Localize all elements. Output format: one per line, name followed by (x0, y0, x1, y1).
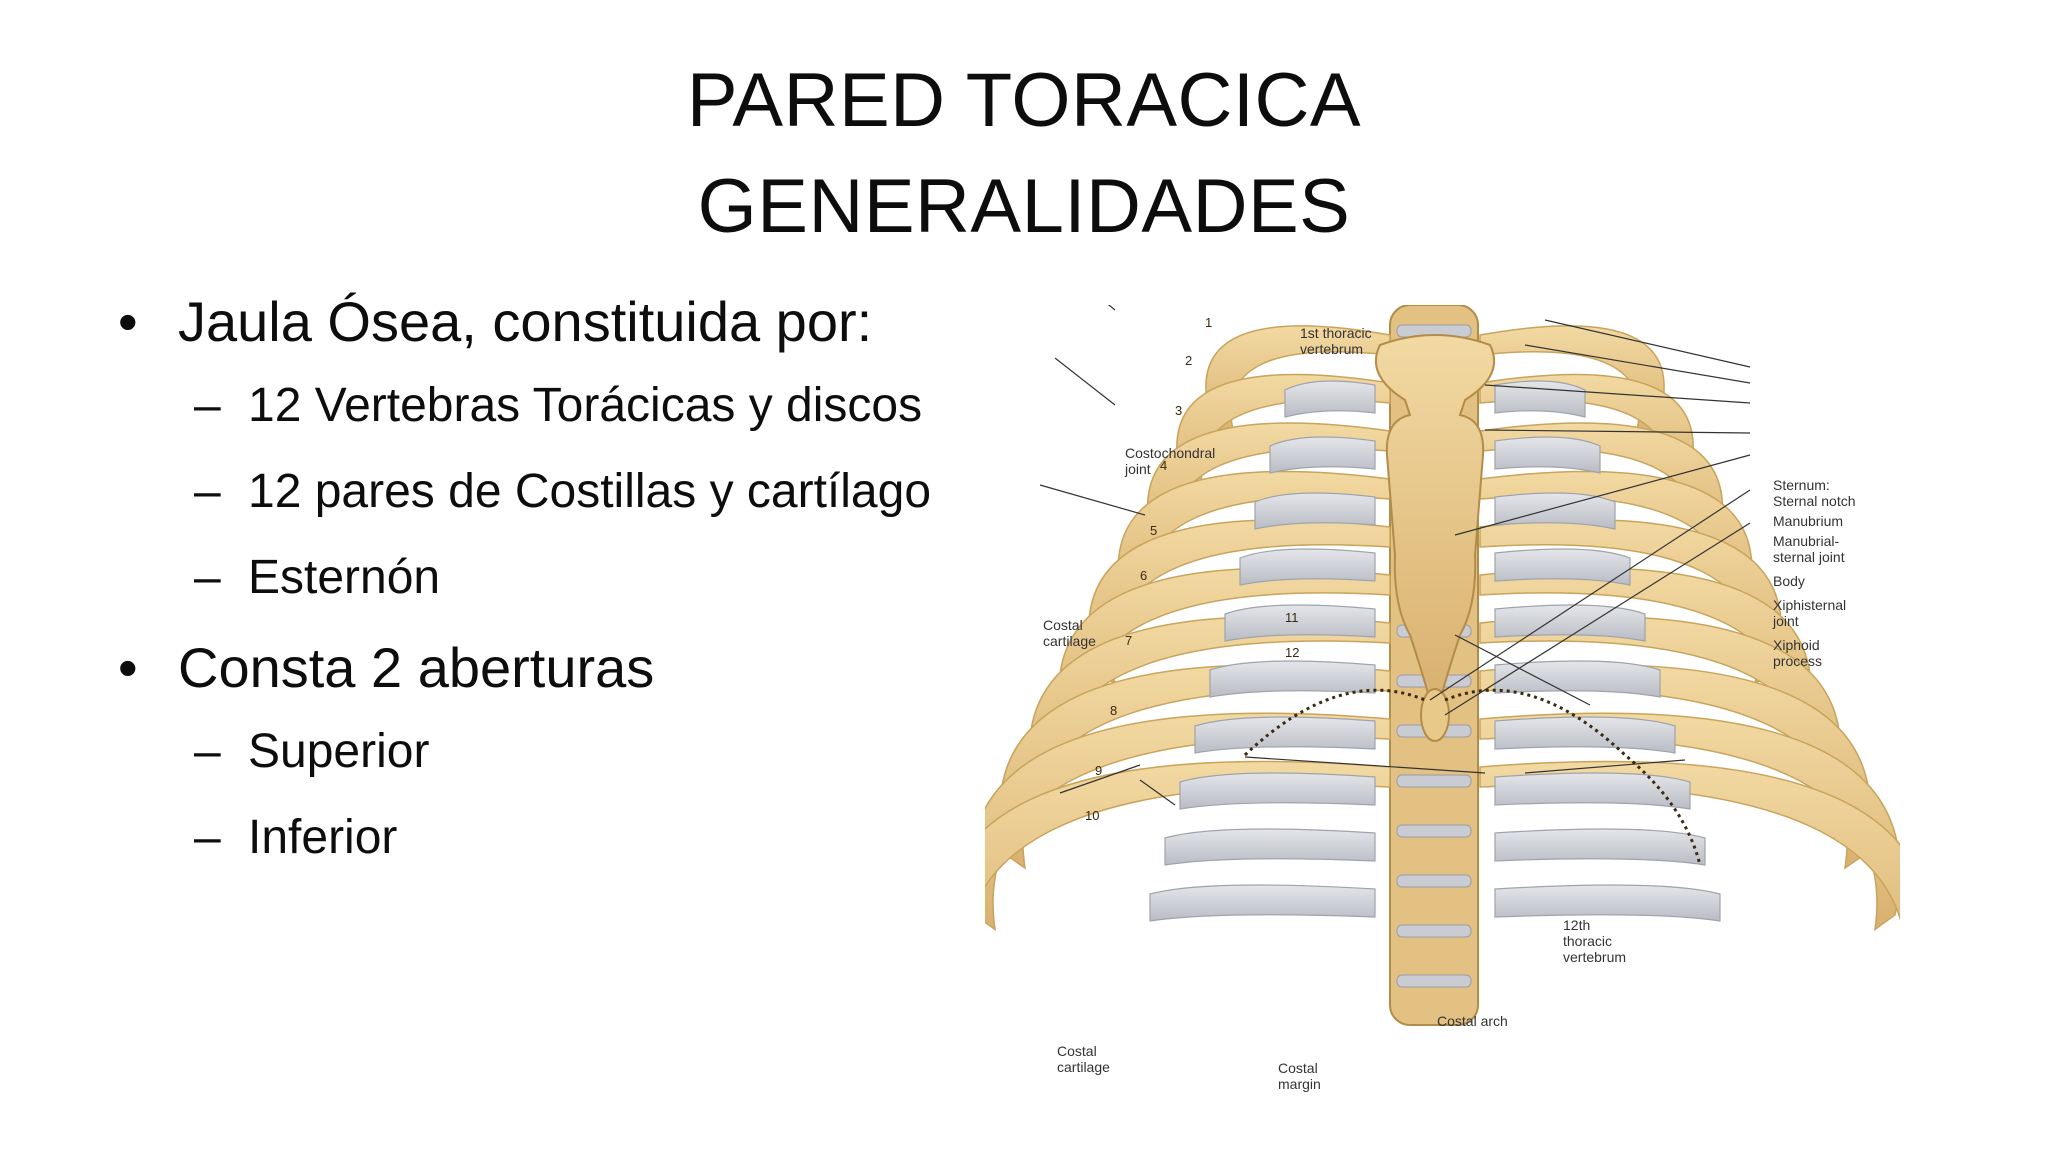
bullet-item: • Jaula Ósea, constituida por: (118, 290, 998, 354)
costal-cartilage (1224, 604, 1376, 642)
rib (999, 664, 1391, 870)
sub-bullet-item: – Esternón (118, 550, 998, 606)
sub-bullet-item: – 12 Vertebras Torácicas y discos (118, 378, 998, 434)
sub-bullet-text: Inferior (248, 811, 398, 864)
rib-number: 10 (1085, 808, 1099, 823)
title-line-1: PARED TORACICA (686, 58, 1362, 143)
costal-cartilage (1209, 660, 1376, 698)
rib (1479, 712, 1900, 932)
sub-bullet-text: 12 pares de Costillas y cartílago (248, 465, 932, 518)
sub-bullet-text: 12 Vertebras Torácicas y discos (248, 379, 923, 432)
costal-cartilage (1494, 436, 1601, 474)
dash-glyph: – (194, 465, 221, 518)
title-line-2: GENERALIDADES (697, 164, 1351, 249)
rib-number: 1 (1205, 315, 1212, 330)
rib-number: 4 (1160, 458, 1167, 473)
rib (1479, 760, 1900, 922)
intervertebral-disc (1396, 824, 1472, 838)
rib-number: 5 (1150, 523, 1157, 538)
sub-bullet-text: Esternón (248, 551, 441, 604)
ribs-anterior (1149, 380, 1721, 922)
intervertebral-disc (1396, 874, 1472, 888)
rib-number: 8 (1110, 703, 1117, 718)
xiphoid-process (1420, 688, 1450, 742)
dash-glyph: – (194, 379, 221, 432)
costal-cartilage (1284, 380, 1376, 418)
costal-cartilage (1239, 548, 1376, 586)
costal-cartilage (1269, 436, 1376, 474)
intervertebral-disc (1396, 974, 1472, 988)
costal-cartilage (1494, 548, 1631, 586)
rib (1479, 664, 1871, 870)
rib (985, 760, 1391, 889)
bullet-text: Consta 2 aberturas (178, 636, 655, 699)
dash-glyph: – (194, 551, 221, 604)
slide-title: PARED TORACICA GENERALIDADES (0, 48, 2048, 260)
sub-bullet-item: – Superior (118, 724, 998, 780)
intervertebral-disc (1396, 924, 1472, 938)
sub-bullet-item: – Inferior (118, 810, 998, 866)
rib-number: 12 (1285, 645, 1299, 660)
costal-cartilage (1494, 604, 1646, 642)
rib-number: 11 (1285, 610, 1299, 625)
rib-number: 2 (1185, 353, 1192, 368)
rib-number: 6 (1140, 568, 1147, 583)
rib-number: 3 (1175, 403, 1182, 418)
intervertebral-disc (1396, 774, 1472, 788)
rib-number: 9 (1095, 763, 1102, 778)
bullet-glyph: • (118, 636, 138, 699)
rib-number: 7 (1125, 633, 1132, 648)
leader-lines (1039, 305, 1751, 806)
costal-cartilage (1164, 828, 1376, 866)
bullet-text: Jaula Ósea, constituida por: (178, 290, 873, 353)
costal-cartilage (1254, 492, 1376, 530)
rib (985, 712, 1391, 932)
costal-cartilage (1494, 884, 1721, 922)
ribs-posterior (985, 325, 1900, 932)
sub-bullet-text: Superior (248, 725, 430, 778)
costal-cartilage (1149, 884, 1376, 922)
sub-bullet-item: – 12 pares de Costillas y cartílago (118, 464, 998, 520)
costal-arch-outline (1243, 688, 1702, 866)
bullet-item: • Consta 2 aberturas (118, 636, 998, 700)
costal-cartilage (1194, 716, 1376, 754)
costal-cartilage (1494, 492, 1616, 530)
bullet-glyph: • (118, 290, 138, 353)
costal-cartilage (1494, 660, 1661, 698)
costal-cartilage (1494, 828, 1706, 866)
dash-glyph: – (194, 811, 221, 864)
costal-cartilage (1494, 772, 1691, 810)
costal-cartilage (1179, 772, 1376, 810)
costal-cartilage (1494, 716, 1676, 754)
sternum (1375, 334, 1495, 742)
dash-glyph: – (194, 725, 221, 778)
bullet-list: • Jaula Ósea, constituida por: – 12 Vert… (118, 290, 998, 866)
